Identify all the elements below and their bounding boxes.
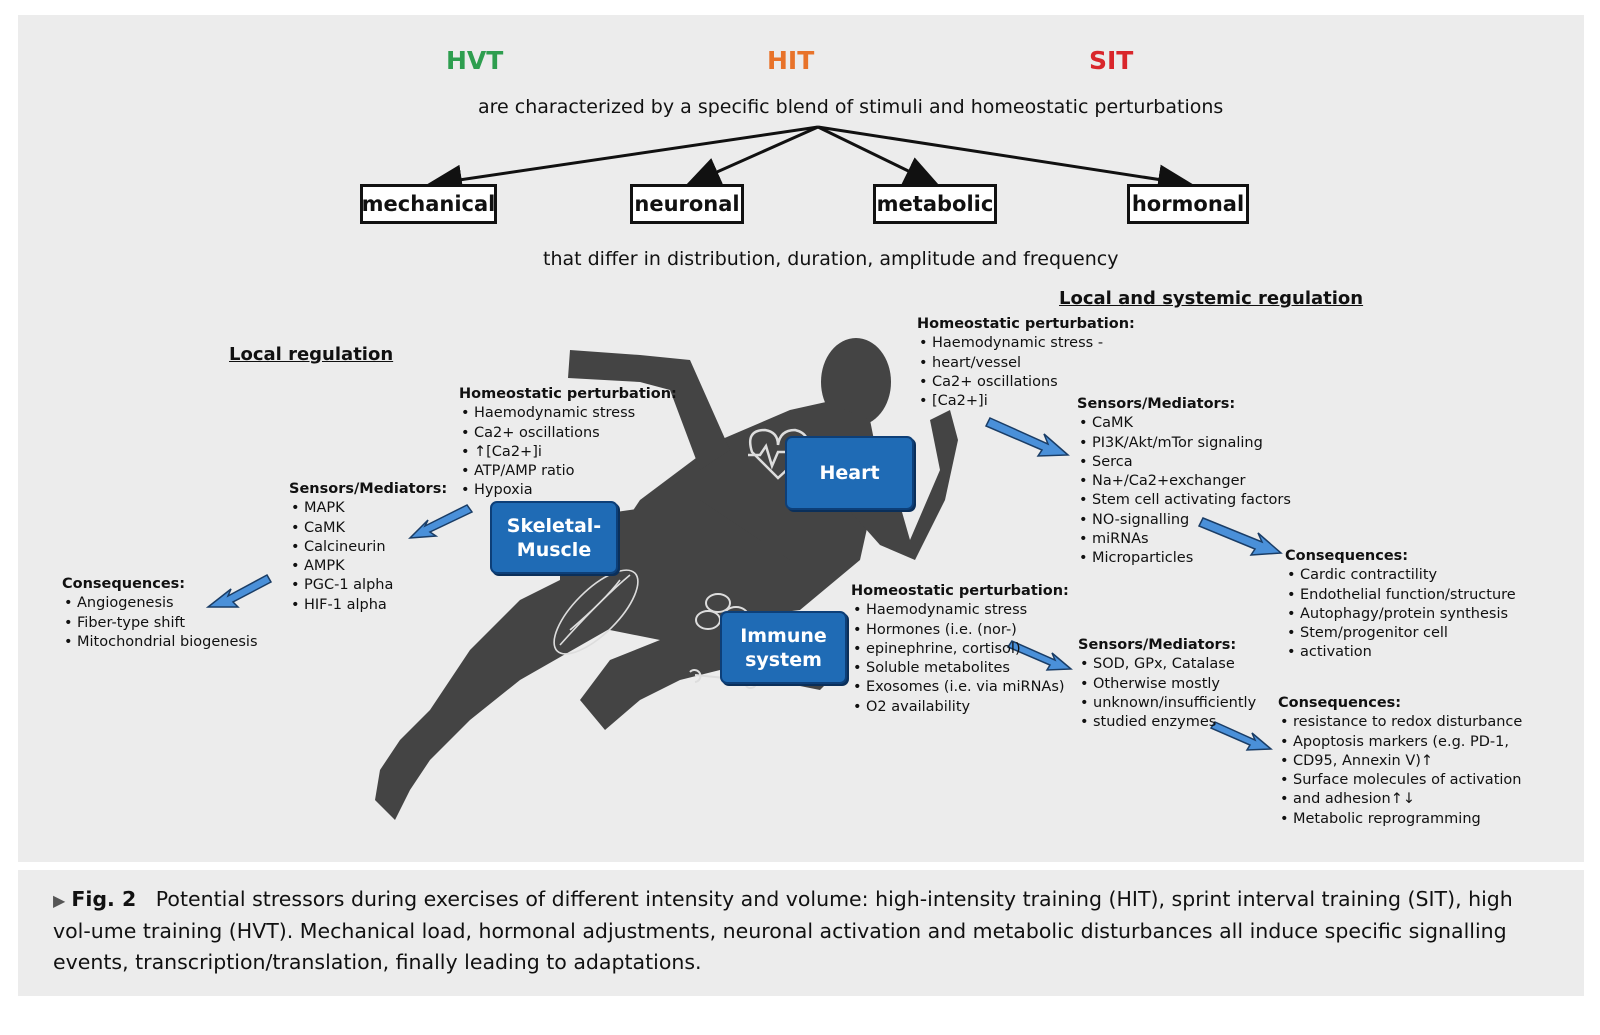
- local-regulation-title: Local regulation: [229, 344, 394, 365]
- heart-sensor-item: Microparticles: [1077, 549, 1291, 569]
- heart-consequence-item: Endothelial function/structure: [1285, 586, 1516, 606]
- heart-consequence-item: Stem/progenitor cell: [1285, 624, 1516, 644]
- immune-consequence-item: CD95, Annexin V)↑: [1293, 752, 1434, 769]
- differ-line: that differ in distribution, duration, a…: [543, 248, 1119, 270]
- muscle-sensor-item: CaMK: [289, 519, 447, 539]
- heart-perturbation-continuation: heart/vessel: [917, 354, 1135, 374]
- hvt-title: HVT: [446, 46, 504, 75]
- immune-consequence-item: Metabolic reprogramming: [1278, 810, 1522, 830]
- immune-sensors-block: Sensors/Mediators: SOD, GPx, Catalase Ot…: [1078, 636, 1257, 733]
- immune-consequence-item: and adhesion↑↓: [1293, 791, 1416, 808]
- immune-perturbation-item: Hormones (i.e. (nor-): [851, 621, 1069, 641]
- local-systemic-regulation-title: Local and systemic regulation: [1059, 288, 1364, 309]
- muscle-perturbation-item: Ca2+ oscillations: [459, 424, 677, 444]
- stimulus-mechanical: mechanical: [360, 184, 497, 224]
- muscle-consequences-heading: Consequences:: [62, 576, 186, 592]
- muscle-perturbation-heading: Homeostatic perturbation:: [459, 386, 677, 402]
- immune-consequences-block: Consequences: resistance to redox distur…: [1278, 694, 1522, 829]
- immune-consequences-heading: Consequences:: [1278, 695, 1402, 711]
- stimulus-hormonal: hormonal: [1127, 184, 1249, 224]
- heart-consequence-item: activation: [1300, 644, 1372, 661]
- heart-consequences-block: Consequences: Cardic contractility Endot…: [1285, 547, 1516, 663]
- immune-perturbation-item: O2 availability: [851, 698, 1069, 718]
- skeletal-label-line2: Muscle: [516, 538, 592, 561]
- immune-perturbation-block: Homeostatic perturbation: Haemodynamic s…: [851, 582, 1069, 717]
- muscle-consequence-item: Fiber-type shift: [62, 614, 258, 634]
- caption-text: Potential stressors during exercises of …: [53, 887, 1513, 974]
- hit-title: HIT: [767, 46, 815, 75]
- heart-box: Heart: [785, 436, 914, 510]
- heart-consequences-heading: Consequences:: [1285, 548, 1409, 564]
- muscle-sensor-item: AMPK: [289, 557, 447, 577]
- heart-perturbation-item: Ca2+ oscillations: [917, 373, 1135, 393]
- muscle-consequences-block: Consequences: Angiogenesis Fiber-type sh…: [62, 575, 258, 652]
- heart-perturbation-heading: Homeostatic perturbation:: [917, 316, 1135, 332]
- caption-marker-icon: ▶: [53, 891, 66, 910]
- immune-consequence-item: Apoptosis markers (e.g. PD-1,: [1278, 733, 1522, 753]
- heart-perturbation-item: [Ca2+]i: [917, 392, 1135, 412]
- muscle-sensor-item: PGC-1 alpha: [289, 576, 447, 596]
- muscle-sensor-item: MAPK: [289, 499, 447, 519]
- muscle-perturbation-block: Homeostatic perturbation: Haemodynamic s…: [459, 385, 677, 501]
- skeletal-label-line1: Skeletal-: [506, 514, 602, 537]
- figure-caption: ▶ Fig. 2 Potential stressors during exerc…: [53, 884, 1553, 978]
- heart-sensor-item: NO-signalling: [1077, 511, 1291, 531]
- muscle-perturbation-item: Haemodynamic stress: [459, 404, 677, 424]
- immune-system-box: Immune system: [720, 611, 847, 684]
- heart-perturbation-block: Homeostatic perturbation: Haemodynamic s…: [917, 315, 1135, 412]
- muscle-consequence-item: Mitochondrial biogenesis: [62, 633, 258, 653]
- heart-perturbation-item: heart/vessel: [932, 354, 1022, 371]
- stimulus-neuronal: neuronal: [630, 184, 744, 224]
- muscle-perturbation-item: ATP/AMP ratio: [459, 462, 677, 482]
- heart-consequence-item: Cardic contractility: [1285, 566, 1516, 586]
- immune-consequence-continuation: and adhesion↑↓: [1278, 790, 1522, 810]
- heart-sensor-item: Na+/Ca2+exchanger: [1077, 472, 1291, 492]
- immune-sensor-item: Otherwise mostly: [1078, 675, 1256, 695]
- immune-sensor-continuation: studied enzymes: [1078, 713, 1256, 733]
- immune-sensor-continuation: unknown/insufficiently: [1078, 694, 1257, 714]
- immune-consequence-item: resistance to redox disturbance: [1278, 713, 1522, 733]
- heart-sensor-item: Stem cell activating factors: [1077, 491, 1291, 511]
- heart-sensor-item: CaMK: [1077, 414, 1291, 434]
- immune-consequence-item: Surface molecules of activation: [1278, 771, 1522, 791]
- immune-sensor-item: unknown/insufficiently: [1093, 694, 1257, 711]
- immune-perturbation-item: Soluble metabolites: [851, 659, 1069, 679]
- heart-label: Heart: [819, 462, 880, 484]
- heart-sensors-heading: Sensors/Mediators:: [1077, 396, 1236, 412]
- immune-perturbation-item: Haemodynamic stress: [851, 601, 1069, 621]
- immune-sensor-item: SOD, GPx, Catalase: [1078, 655, 1256, 675]
- immune-perturbation-item: Exosomes (i.e. via miRNAs): [851, 678, 1069, 698]
- branch-arrows: [426, 125, 1194, 195]
- immune-consequence-continuation: CD95, Annexin V)↑: [1278, 752, 1522, 772]
- immune-perturbation-heading: Homeostatic perturbation:: [851, 583, 1069, 599]
- muscle-consequence-item: Angiogenesis: [62, 594, 258, 614]
- muscle-sensor-item: Calcineurin: [289, 538, 447, 558]
- sit-title: SIT: [1089, 46, 1134, 75]
- heart-perturbation-item: Haemodynamic stress -: [917, 334, 1135, 354]
- intro-line: are characterized by a specific blend of…: [478, 96, 1224, 118]
- muscle-sensor-item: HIF-1 alpha: [289, 596, 447, 616]
- heart-consequence-item: Autophagy/protein synthesis: [1285, 605, 1516, 625]
- heart-sensor-item: PI3K/Akt/mTor signaling: [1077, 434, 1291, 454]
- heart-sensor-item: Serca: [1077, 453, 1291, 473]
- caption-panel: [18, 870, 1584, 996]
- immune-sensor-item: studied enzymes: [1093, 714, 1217, 731]
- muscle-sensors-block: Sensors/Mediators: MAPK CaMK Calcineurin…: [289, 480, 447, 615]
- immune-perturbation-item: epinephrine, cortisol): [866, 640, 1021, 657]
- caption-label: Fig. 2: [71, 887, 137, 911]
- muscle-perturbation-item: ↑[Ca2+]i: [459, 443, 677, 463]
- skeletal-muscle-box: Skeletal- Muscle: [490, 501, 618, 574]
- immune-label-line1: Immune: [740, 624, 827, 647]
- heart-consequence-continuation: activation: [1285, 643, 1516, 663]
- stimulus-metabolic: metabolic: [873, 184, 997, 224]
- muscle-perturbation-item: Hypoxia: [459, 481, 677, 501]
- muscle-sensors-heading: Sensors/Mediators:: [289, 481, 448, 497]
- immune-sensors-heading: Sensors/Mediators:: [1078, 637, 1237, 653]
- heart-sensors-block: Sensors/Mediators: CaMK PI3K/Akt/mTor si…: [1077, 395, 1291, 569]
- heart-sensor-item: miRNAs: [1077, 530, 1291, 550]
- immune-perturbation-continuation: epinephrine, cortisol): [851, 640, 1069, 660]
- immune-label-line2: system: [745, 648, 822, 671]
